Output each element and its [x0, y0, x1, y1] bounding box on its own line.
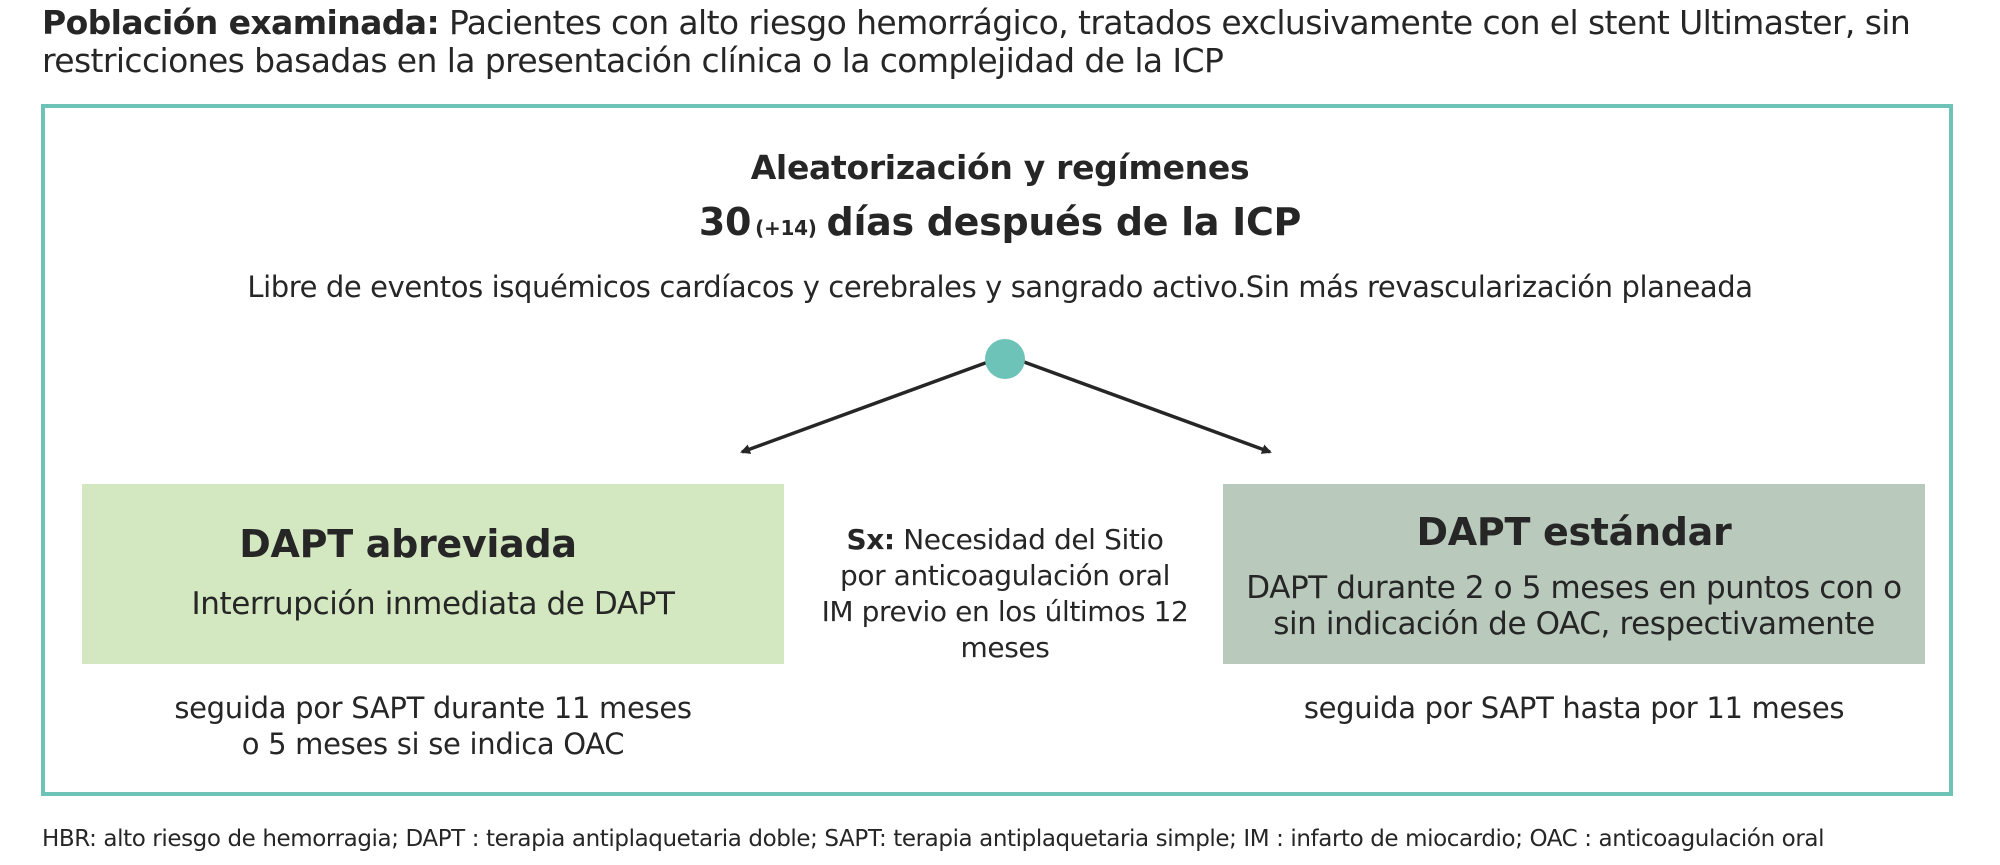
short-dapt-followup-line1: seguida por SAPT durante 11 meses [174, 691, 692, 725]
abbreviations-footnote: HBR: alto riesgo de hemorragia; DAPT : t… [42, 826, 1825, 852]
subgroup-text: Necesidad del Sitio por anticoagulación … [821, 523, 1189, 664]
short-dapt-description: Interrupción inmediata de DAPT [191, 586, 675, 622]
subgroup-label: Sx: [846, 523, 895, 556]
randomization-timing: 30(+14) días después de la ICP [0, 200, 2000, 244]
short-dapt-title: DAPT abreviada [239, 522, 577, 566]
subgroup-note: Sx: Necesidad del Sitio por anticoagulac… [820, 522, 1190, 666]
randomization-days-window: (+14) [755, 216, 817, 240]
short-dapt-followup-line2: o 5 meses si se indica OAC [241, 727, 625, 761]
short-dapt-followup: seguida por SAPT durante 11 meses o 5 me… [82, 690, 784, 762]
eligibility-criteria: Libre de eventos isquémicos cardíacos y … [247, 270, 1753, 304]
randomization-days-text: días después de la ICP [826, 200, 1302, 244]
randomization-title: Aleatorización y regímenes [750, 148, 1250, 187]
arrow-left [740, 360, 989, 454]
population-description: Población examinada: Pacientes con alto … [42, 4, 1962, 80]
population-label: Población examinada: [42, 3, 440, 42]
population-text: Pacientes con alto riesgo hemorrágico, t… [42, 3, 1911, 80]
arrow-right [1023, 360, 1272, 454]
short-dapt-box: DAPT abreviada Interrupción inmediata de… [82, 484, 784, 664]
randomization-days: 30 [698, 200, 752, 244]
standard-dapt-description: DAPT durante 2 o 5 meses en puntos con o… [1246, 570, 1902, 642]
standard-dapt-title: DAPT estándar [1416, 510, 1732, 554]
standard-dapt-box: DAPT estándar DAPT durante 2 o 5 meses e… [1223, 484, 1925, 664]
study-design-frame [41, 104, 1953, 796]
randomization-node [985, 339, 1025, 379]
standard-dapt-followup: seguida por SAPT hasta por 11 meses [1303, 691, 1845, 725]
